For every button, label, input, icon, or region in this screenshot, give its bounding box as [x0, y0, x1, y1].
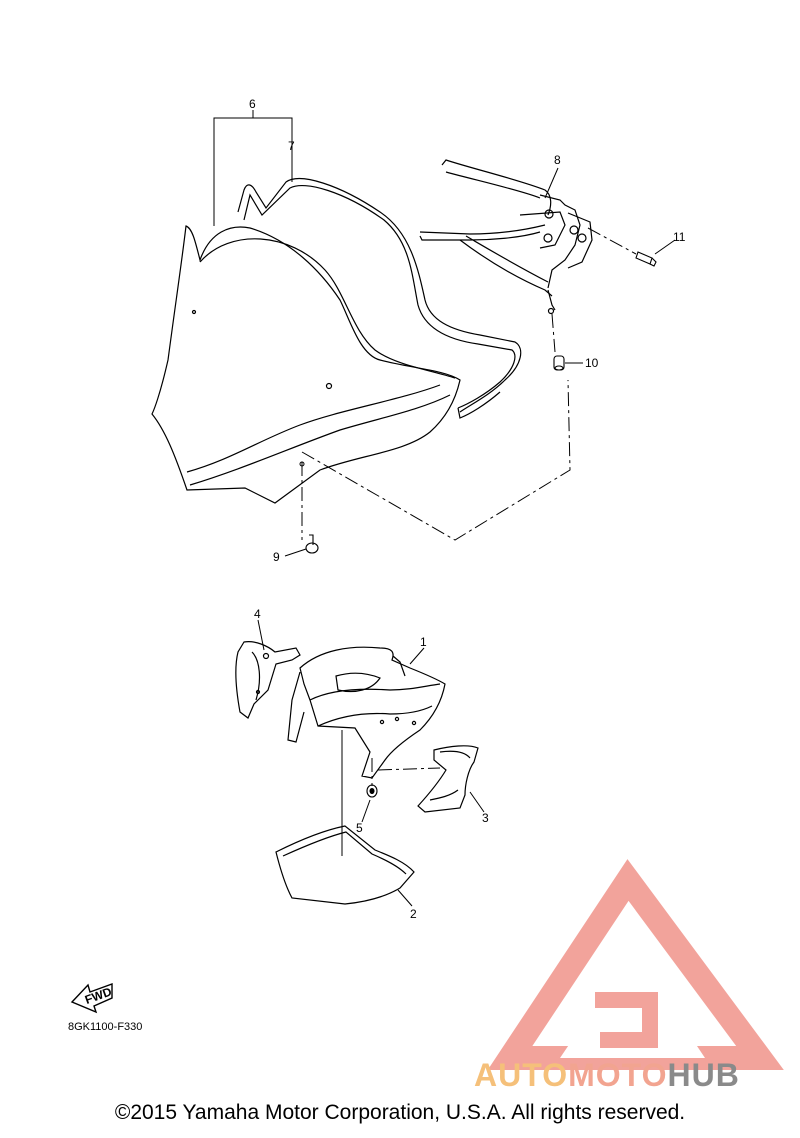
- callout-9: 9: [273, 550, 280, 564]
- front-cowling: [287, 646, 446, 779]
- watermark-brand-auto: AUTO: [474, 1057, 568, 1093]
- bolt-11: [635, 251, 657, 267]
- lower-panel: [275, 825, 415, 905]
- side-panel-left: [235, 641, 301, 719]
- callout-7: 7: [288, 139, 295, 153]
- windshield-trim: [237, 178, 522, 419]
- watermark-brand-hub: HUB: [667, 1057, 739, 1093]
- callout-1: 1: [420, 635, 427, 649]
- assembly-lines-upper: [301, 227, 637, 541]
- callout-2: 2: [410, 907, 417, 921]
- callout-3: 3: [482, 811, 489, 825]
- fwd-arrow-icon: [70, 983, 113, 1014]
- collar-5: [366, 784, 378, 798]
- callout-10: 10: [585, 356, 599, 370]
- callout-8: 8: [554, 153, 561, 167]
- callout-11: 11: [673, 230, 686, 244]
- figure-code: 8GK1100-F330: [68, 1021, 142, 1033]
- windshield-bracket: [419, 159, 593, 315]
- side-panel-right: [417, 745, 479, 813]
- callout-4: 4: [254, 607, 261, 621]
- watermark-logo: [487, 859, 784, 1070]
- collar-10: [553, 355, 565, 371]
- screw-9: [305, 534, 319, 554]
- copyright-notice: ©2015 Yamaha Motor Corporation, U.S.A. A…: [114, 1101, 686, 1124]
- leader-lines-lower: [257, 619, 485, 907]
- callout-6: 6: [249, 97, 256, 111]
- windshield: [151, 225, 461, 504]
- leader-lines-upper: [213, 110, 676, 557]
- assembly-lines-lower: [371, 758, 441, 786]
- watermark-brand-moto: MOTO: [568, 1057, 667, 1093]
- callout-5: 5: [356, 821, 363, 835]
- watermark-brand: AUTOMOTOHUB: [474, 1057, 740, 1093]
